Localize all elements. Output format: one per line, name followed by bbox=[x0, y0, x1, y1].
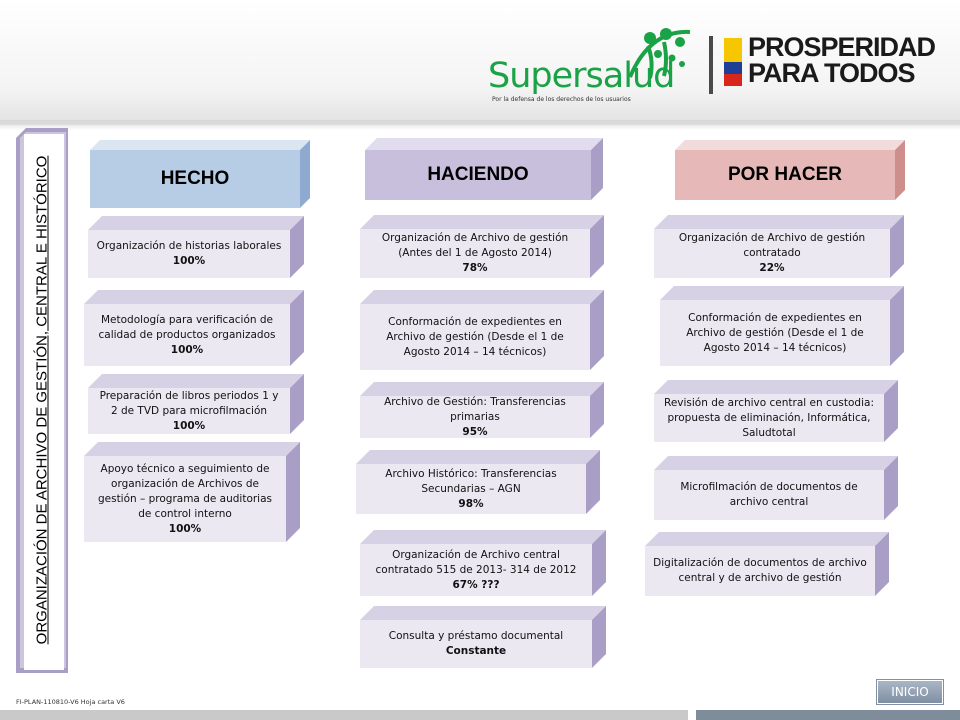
item-box-shape bbox=[654, 380, 898, 442]
inicio-button[interactable]: INICIO bbox=[877, 680, 943, 704]
item-description: Consulta y préstamo documental bbox=[388, 630, 564, 642]
item-description: Digitalización de documentos de archivo … bbox=[653, 557, 867, 584]
item-box-text: Organización de historias laborales 100% bbox=[88, 230, 290, 278]
supersalud-logo: Supersalud bbox=[488, 56, 675, 96]
item-box-text: Digitalización de documentos de archivo … bbox=[645, 546, 875, 596]
item-box-shape bbox=[84, 442, 300, 542]
item-box-text: Organización de Archivo de gestión contr… bbox=[654, 229, 890, 278]
item-box-por-hacer-5: Digitalización de documentos de archivo … bbox=[645, 532, 889, 596]
item-value: 22% bbox=[759, 262, 785, 274]
colombia-flag-icon bbox=[724, 38, 742, 86]
item-description: Apoyo técnico a seguimiento de organizac… bbox=[97, 462, 273, 520]
item-box-text: Microfilmación de documentos de archivo … bbox=[654, 470, 884, 520]
footer-code: FI-PLAN-110810-V6 Hoja carta V6 bbox=[16, 698, 125, 706]
item-value: 78% bbox=[462, 262, 488, 274]
item-value: Constante bbox=[445, 645, 507, 657]
item-description: Organización de Archivo central contrata… bbox=[375, 548, 577, 576]
item-box-shape bbox=[88, 374, 304, 434]
item-box-text: Revisión de archivo central en custodia:… bbox=[654, 394, 884, 442]
header-haciendo: HACIENDO bbox=[365, 138, 603, 200]
item-box-por-hacer-3: Revisión de archivo central en custodia:… bbox=[654, 380, 898, 442]
item-value: 100% bbox=[172, 419, 206, 432]
item-description: Preparación de libros periodos 1 y 2 de … bbox=[99, 389, 279, 417]
item-box-shape bbox=[360, 530, 606, 596]
item-value: 98% bbox=[458, 497, 484, 510]
item-box-text: Apoyo técnico a seguimiento de organizac… bbox=[84, 456, 286, 542]
supersalud-people-icon bbox=[628, 28, 691, 79]
item-box-shape bbox=[88, 216, 304, 278]
item-box-shape bbox=[356, 450, 600, 514]
item-description: Conformación de expedientes en Archivo d… bbox=[386, 315, 564, 358]
item-box-haciendo-3: Archivo de Gestión: Transferencias prima… bbox=[360, 382, 604, 438]
item-description: Archivo Histórico: Transferencias Secund… bbox=[385, 467, 557, 495]
prosperidad-line2: PARA TODOS bbox=[748, 58, 916, 88]
item-box-text: Metodología para verificación de calidad… bbox=[84, 304, 290, 366]
item-box-shape bbox=[360, 382, 604, 438]
header-hecho-label: HECHO bbox=[160, 168, 230, 189]
item-value: 100% bbox=[168, 522, 202, 535]
supersalud-tagline: Por la defensa de los derechos de los us… bbox=[492, 96, 631, 103]
side-title: ORGANIZACIÓN DE ARCHIVO DE GESTIÓN, CENT… bbox=[33, 155, 51, 645]
item-box-hecho-1: Organización de historias laborales 100% bbox=[88, 216, 304, 278]
item-box-text: Conformación de expedientes en Archivo d… bbox=[660, 300, 890, 366]
item-box-shape bbox=[654, 456, 898, 520]
item-value: 67% ??? bbox=[452, 578, 500, 591]
item-box-shape bbox=[645, 532, 889, 596]
item-description: Revisión de archivo central en custodia:… bbox=[664, 396, 874, 439]
item-box-shape bbox=[360, 215, 604, 278]
header-haciendo-shape bbox=[365, 138, 603, 200]
item-box-haciendo-1: Organización de Archivo de gestión (Ante… bbox=[360, 215, 604, 278]
item-box-shape bbox=[660, 286, 904, 366]
footer-bar-left bbox=[0, 710, 688, 720]
item-box-hecho-3: Preparación de libros periodos 1 y 2 de … bbox=[88, 374, 304, 434]
item-box-por-hacer-4: Microfilmación de documentos de archivo … bbox=[654, 456, 898, 520]
header-shadow bbox=[0, 120, 960, 130]
header-por-hacer-shape bbox=[675, 140, 905, 200]
header-haciendo-label: HACIENDO bbox=[427, 164, 529, 185]
item-box-text: Organización de Archivo central contrata… bbox=[360, 544, 592, 596]
item-box-shape bbox=[84, 290, 304, 366]
item-value: 100% bbox=[172, 255, 206, 267]
header-hecho-shape bbox=[90, 140, 310, 208]
item-box-por-hacer-2: Conformación de expedientes en Archivo d… bbox=[660, 286, 904, 366]
item-box-text: Organización de Archivo de gestión (Ante… bbox=[360, 229, 590, 278]
item-box-text: Archivo de Gestión: Transferencias prima… bbox=[360, 396, 590, 438]
item-description: Conformación de expedientes en Archivo d… bbox=[686, 311, 864, 354]
item-box-text: Preparación de libros periodos 1 y 2 de … bbox=[88, 388, 290, 434]
header-por-hacer-label: POR HACER bbox=[727, 164, 842, 185]
item-box-haciendo-5: Organización de Archivo central contrata… bbox=[360, 530, 606, 596]
header-band bbox=[0, 0, 960, 125]
item-description: Organización de Archivo de gestión (Ante… bbox=[381, 232, 569, 259]
item-value: 100% bbox=[170, 343, 204, 356]
item-box-text: Conformación de expedientes en Archivo d… bbox=[360, 304, 590, 370]
item-description: Metodología para verificación de calidad… bbox=[98, 313, 276, 341]
item-box-shape bbox=[360, 606, 606, 668]
item-box-haciendo-4: Archivo Histórico: Transferencias Secund… bbox=[356, 450, 600, 514]
item-description: Archivo de Gestión: Transferencias prima… bbox=[384, 395, 566, 423]
prosperidad-logo: PROSPERIDAD PARA TODOS bbox=[748, 32, 936, 88]
item-description: Organización de Archivo de gestión contr… bbox=[678, 232, 866, 259]
item-box-shape bbox=[360, 290, 604, 370]
header-por-hacer: POR HACER bbox=[675, 140, 905, 200]
item-description: Organización de historias laborales bbox=[96, 240, 282, 252]
item-box-por-hacer-1: Organización de Archivo de gestión contr… bbox=[654, 215, 904, 278]
prosperidad-line1: PROSPERIDAD bbox=[748, 32, 936, 62]
footer-bar-right bbox=[696, 710, 960, 720]
header-hecho: HECHO bbox=[90, 140, 310, 208]
side-title-bar bbox=[16, 128, 68, 673]
item-value: 95% bbox=[462, 425, 488, 438]
item-box-haciendo-2: Conformación de expedientes en Archivo d… bbox=[360, 290, 604, 370]
item-box-text: Archivo Histórico: Transferencias Secund… bbox=[356, 464, 586, 514]
item-box-shape bbox=[654, 215, 904, 278]
item-box-hecho-4: Apoyo técnico a seguimiento de organizac… bbox=[84, 442, 300, 542]
item-description: Microfilmación de documentos de archivo … bbox=[680, 481, 858, 508]
item-box-hecho-2: Metodología para verificación de calidad… bbox=[84, 290, 304, 366]
logo-divider bbox=[709, 36, 713, 94]
